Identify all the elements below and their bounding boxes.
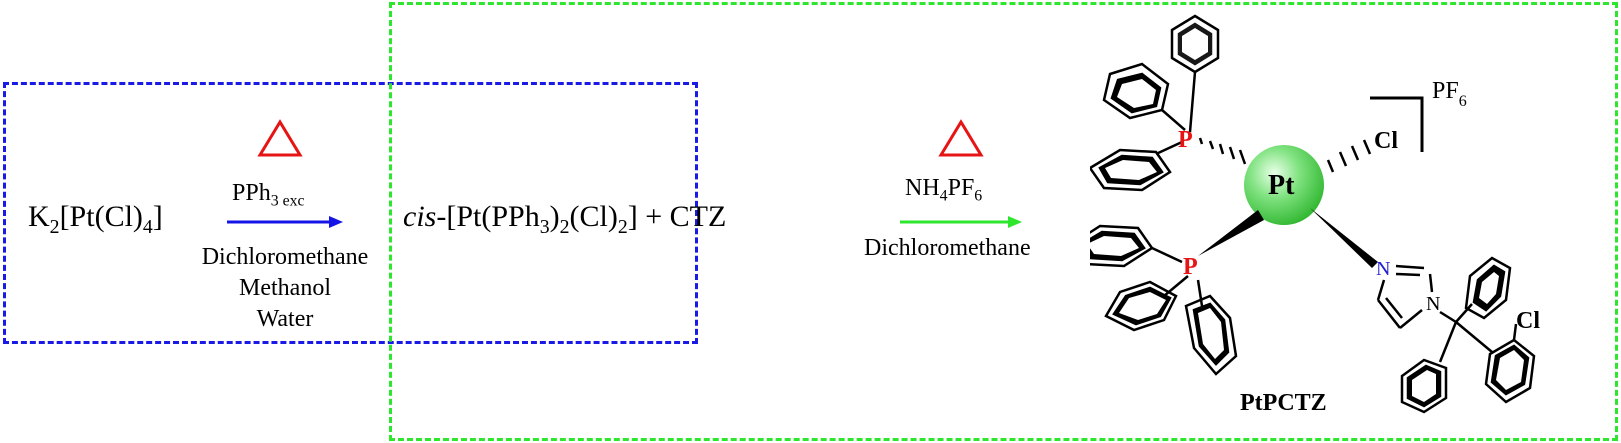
phenyl-ring-1 bbox=[1170, 14, 1220, 74]
compound-name: PtPCTZ bbox=[1240, 390, 1327, 416]
step2-arrow bbox=[900, 216, 1022, 228]
phosphorus-label-lower: P bbox=[1183, 254, 1198, 280]
solvent-methanol: Methanol bbox=[239, 275, 331, 301]
reactant-formula: K2[Pt(Cl)4] bbox=[28, 200, 163, 238]
step1-arrow bbox=[227, 216, 343, 228]
heat-triangle-icon bbox=[257, 119, 303, 157]
nitrogen-label-3: N bbox=[1376, 258, 1390, 280]
counterion-label: PF6 bbox=[1432, 78, 1467, 110]
nitrogen-label-1: N bbox=[1426, 293, 1440, 315]
phenyl-ring-6 bbox=[1184, 294, 1238, 376]
plus-ctz: + CTZ bbox=[645, 200, 727, 233]
platinum-sphere bbox=[1244, 145, 1324, 225]
solvent-dichloromethane: Dichloromethane bbox=[201, 244, 369, 270]
counterion-bracket bbox=[1370, 96, 1424, 152]
step2-solvent: Dichloromethane bbox=[864, 235, 1031, 261]
chlorine-label: Cl bbox=[1374, 128, 1398, 154]
wedge-bond-pt-n bbox=[1310, 208, 1378, 268]
phosphorus-label-upper: P bbox=[1178, 127, 1193, 153]
wedge-bond-p-pt bbox=[1198, 210, 1264, 256]
platinum-label: Pt bbox=[1268, 170, 1295, 201]
product-structure: P Pt Cl PF6 P N bbox=[1090, 14, 1540, 416]
blue-dashed-box bbox=[3, 82, 698, 344]
step1-solvents: Dichloromethane Methanol Water bbox=[180, 242, 390, 335]
step1-reagent: PPh3 exc bbox=[232, 180, 305, 210]
hashed-bond-pt-cl bbox=[1326, 139, 1372, 173]
green-dashed-box bbox=[389, 2, 1618, 441]
hashed-bond-p-pt bbox=[1198, 137, 1247, 165]
intermediate-formula: cis-[Pt(PPh3)2(Cl)2] + CTZ bbox=[403, 200, 727, 238]
step2-reagent: NH4PF6 bbox=[905, 175, 983, 205]
imidazole-ring bbox=[1376, 264, 1434, 329]
phenyl-ring-5 bbox=[1104, 280, 1178, 332]
phenyl-ring-9 bbox=[1484, 338, 1536, 404]
chlorine-label-aryl: Cl bbox=[1516, 308, 1540, 334]
phenyl-ring-4 bbox=[1090, 224, 1154, 268]
heat-triangle-icon bbox=[938, 119, 984, 157]
phenyl-ring-3 bbox=[1090, 148, 1172, 192]
phenyl-ring-2 bbox=[1102, 62, 1170, 120]
solvent-water: Water bbox=[256, 306, 314, 332]
phenyl-ring-7 bbox=[1464, 256, 1512, 320]
phenyl-ring-8 bbox=[1400, 358, 1448, 414]
